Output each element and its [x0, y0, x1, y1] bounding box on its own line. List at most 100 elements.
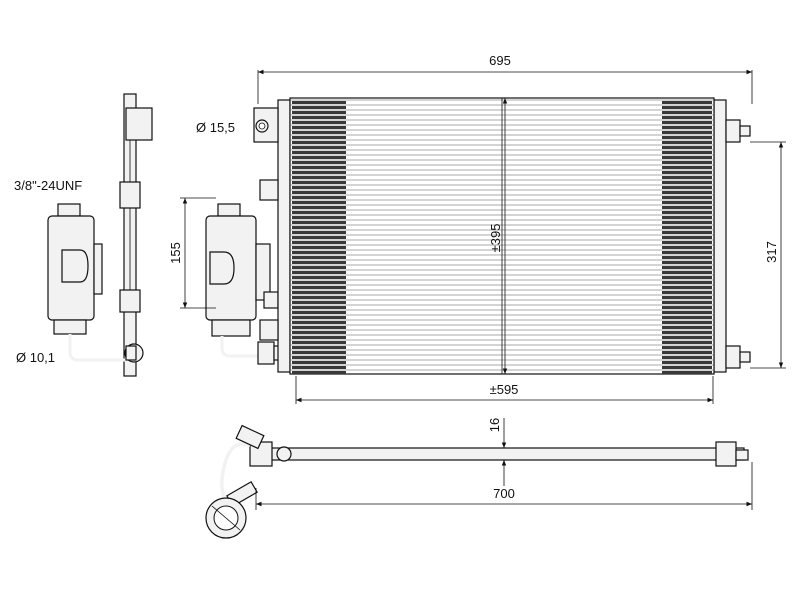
fin-row: [662, 191, 712, 194]
dim-port-diameter-label: Ø 15,5: [196, 120, 235, 135]
fin-row: [292, 206, 346, 209]
fin-row: [662, 306, 712, 309]
dim-overall-width: 695: [257, 53, 753, 104]
drier2-bracket: [255, 243, 271, 301]
fin-row: [662, 361, 712, 364]
fin-row: [292, 136, 346, 139]
fin-row: [662, 236, 712, 239]
fin-row: [292, 306, 346, 309]
fin-row: [662, 311, 712, 314]
fin-row: [292, 286, 346, 289]
fin-row: [292, 141, 346, 144]
dim-395-label: ±395: [488, 224, 503, 253]
drier2-pipe: [221, 336, 260, 357]
drier-clamp: [61, 249, 89, 283]
fin-row: [662, 336, 712, 339]
fin-row: [662, 371, 712, 374]
fin-row: [662, 366, 712, 369]
fin-row: [662, 181, 712, 184]
fin-row: [662, 116, 712, 119]
fin-row: [292, 326, 346, 329]
fin-row: [292, 321, 346, 324]
fin-row: [662, 256, 712, 259]
fin-row: [292, 171, 346, 174]
fin-row: [292, 211, 346, 214]
dim-700-label: 700: [493, 486, 515, 501]
drier2-clamp: [209, 251, 235, 285]
fin-row: [292, 316, 346, 319]
fin-row: [292, 146, 346, 149]
fin-row: [292, 301, 346, 304]
fin-row: [662, 276, 712, 279]
fin-row: [292, 101, 346, 104]
fin-block-left: [292, 101, 346, 374]
fin-row: [292, 121, 346, 124]
dim-drier-height: 155: [168, 197, 216, 309]
fin-row: [292, 291, 346, 294]
fin-row: [662, 351, 712, 354]
condenser-core: [253, 97, 751, 375]
fin-row: [292, 276, 346, 279]
fin-row: [292, 186, 346, 189]
fin-row: [662, 156, 712, 159]
drier-front-view: [205, 203, 283, 365]
drier2-bottom: [211, 319, 251, 337]
dim-depth: 16: [487, 418, 507, 486]
dim-pipe-diameter-label: Ø 10,1: [16, 350, 55, 365]
fin-row: [292, 241, 346, 244]
fin-row: [662, 151, 712, 154]
fin-row: [662, 271, 712, 274]
left-header-tank: [277, 99, 291, 373]
fin-row: [292, 201, 346, 204]
fin-row: [292, 166, 346, 169]
fin-row: [662, 146, 712, 149]
fin-row: [292, 116, 346, 119]
fin-row: [662, 136, 712, 139]
fin-row: [662, 196, 712, 199]
fin-row: [292, 271, 346, 274]
fin-row: [662, 101, 712, 104]
fin-row: [292, 336, 346, 339]
fin-row: [662, 106, 712, 109]
drier-cap: [57, 203, 81, 217]
right-pin-low: [725, 345, 741, 369]
fin-row: [662, 301, 712, 304]
fin-row: [662, 211, 712, 214]
fin-row: [292, 261, 346, 264]
drier2-fitting: [257, 341, 275, 365]
fin-row: [662, 331, 712, 334]
dim-317-label: 317: [764, 241, 779, 263]
dim-mount-height: 317: [750, 141, 786, 369]
fin-row: [662, 316, 712, 319]
fin-row: [292, 156, 346, 159]
fin-row: [292, 191, 346, 194]
left-bracket-top: [259, 179, 279, 201]
fin-row: [292, 346, 346, 349]
dim-bottom-length: 700: [255, 462, 753, 510]
fin-row: [662, 346, 712, 349]
fin-row: [662, 201, 712, 204]
drier-bracket: [93, 243, 103, 295]
fin-row: [662, 231, 712, 234]
drier-bottom: [53, 319, 87, 335]
fin-row: [662, 286, 712, 289]
fin-row: [662, 186, 712, 189]
bottom-bar: [255, 447, 745, 461]
dim-thread-label: 3/8"-24UNF: [14, 178, 82, 193]
dim-core-width: ±595: [295, 376, 714, 404]
fin-row: [662, 251, 712, 254]
fin-row: [662, 291, 712, 294]
fin-row: [292, 236, 346, 239]
fin-row: [292, 361, 346, 364]
side-view-assembly: [47, 93, 153, 377]
side-bracket-low: [119, 289, 141, 313]
fin-row: [292, 216, 346, 219]
side-bracket-mid: [119, 181, 141, 209]
fin-row: [662, 226, 712, 229]
right-pin-top: [725, 119, 741, 143]
dim-16-label: 16: [487, 418, 502, 432]
side-bracket-top: [125, 107, 153, 141]
fin-row: [292, 281, 346, 284]
fin-row: [662, 266, 712, 269]
fin-row: [292, 251, 346, 254]
